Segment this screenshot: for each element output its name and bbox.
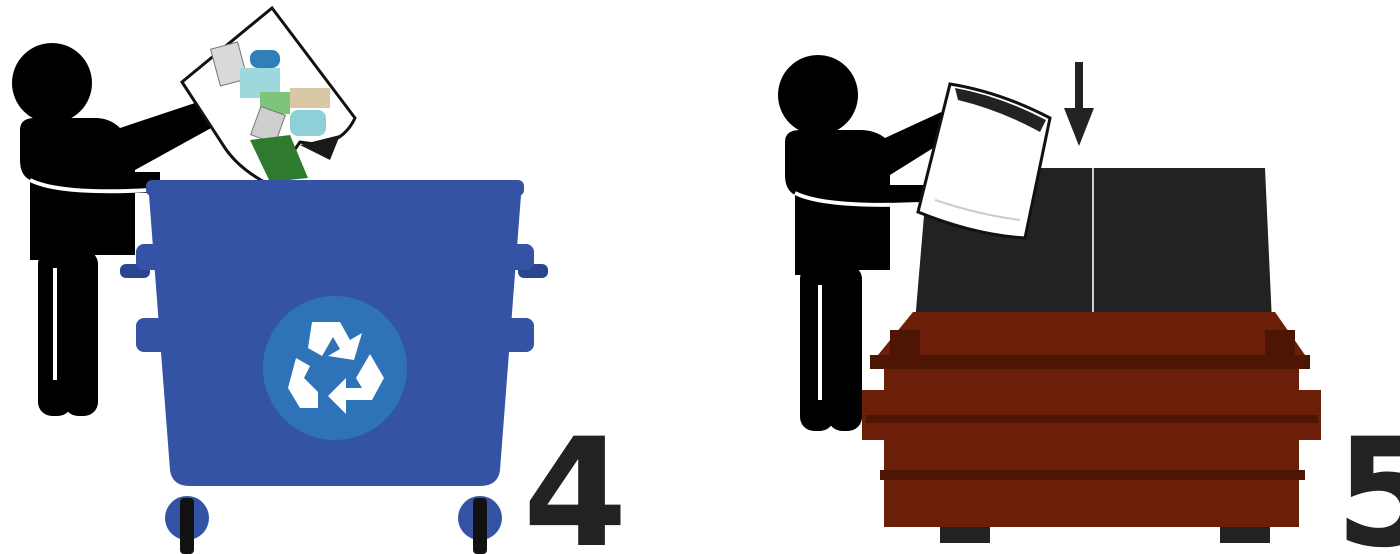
jar-item: [290, 110, 326, 136]
step-4-panel: 4: [12, 8, 627, 554]
step-number-5: 5: [1335, 407, 1400, 554]
recycling-container: [120, 180, 548, 554]
trash-bag: [918, 84, 1050, 238]
wheel-left: [165, 496, 209, 554]
down-arrow-icon: [1064, 62, 1094, 146]
trash-dumpster: [862, 312, 1321, 543]
wheel-right: [458, 496, 502, 554]
step-5-panel: 5: [778, 55, 1400, 554]
carton-item: [290, 88, 330, 108]
can-item: [250, 50, 280, 68]
recycle-badge: [263, 296, 407, 440]
step-number-4: 4: [523, 407, 627, 554]
recycling-bag: [182, 8, 355, 185]
